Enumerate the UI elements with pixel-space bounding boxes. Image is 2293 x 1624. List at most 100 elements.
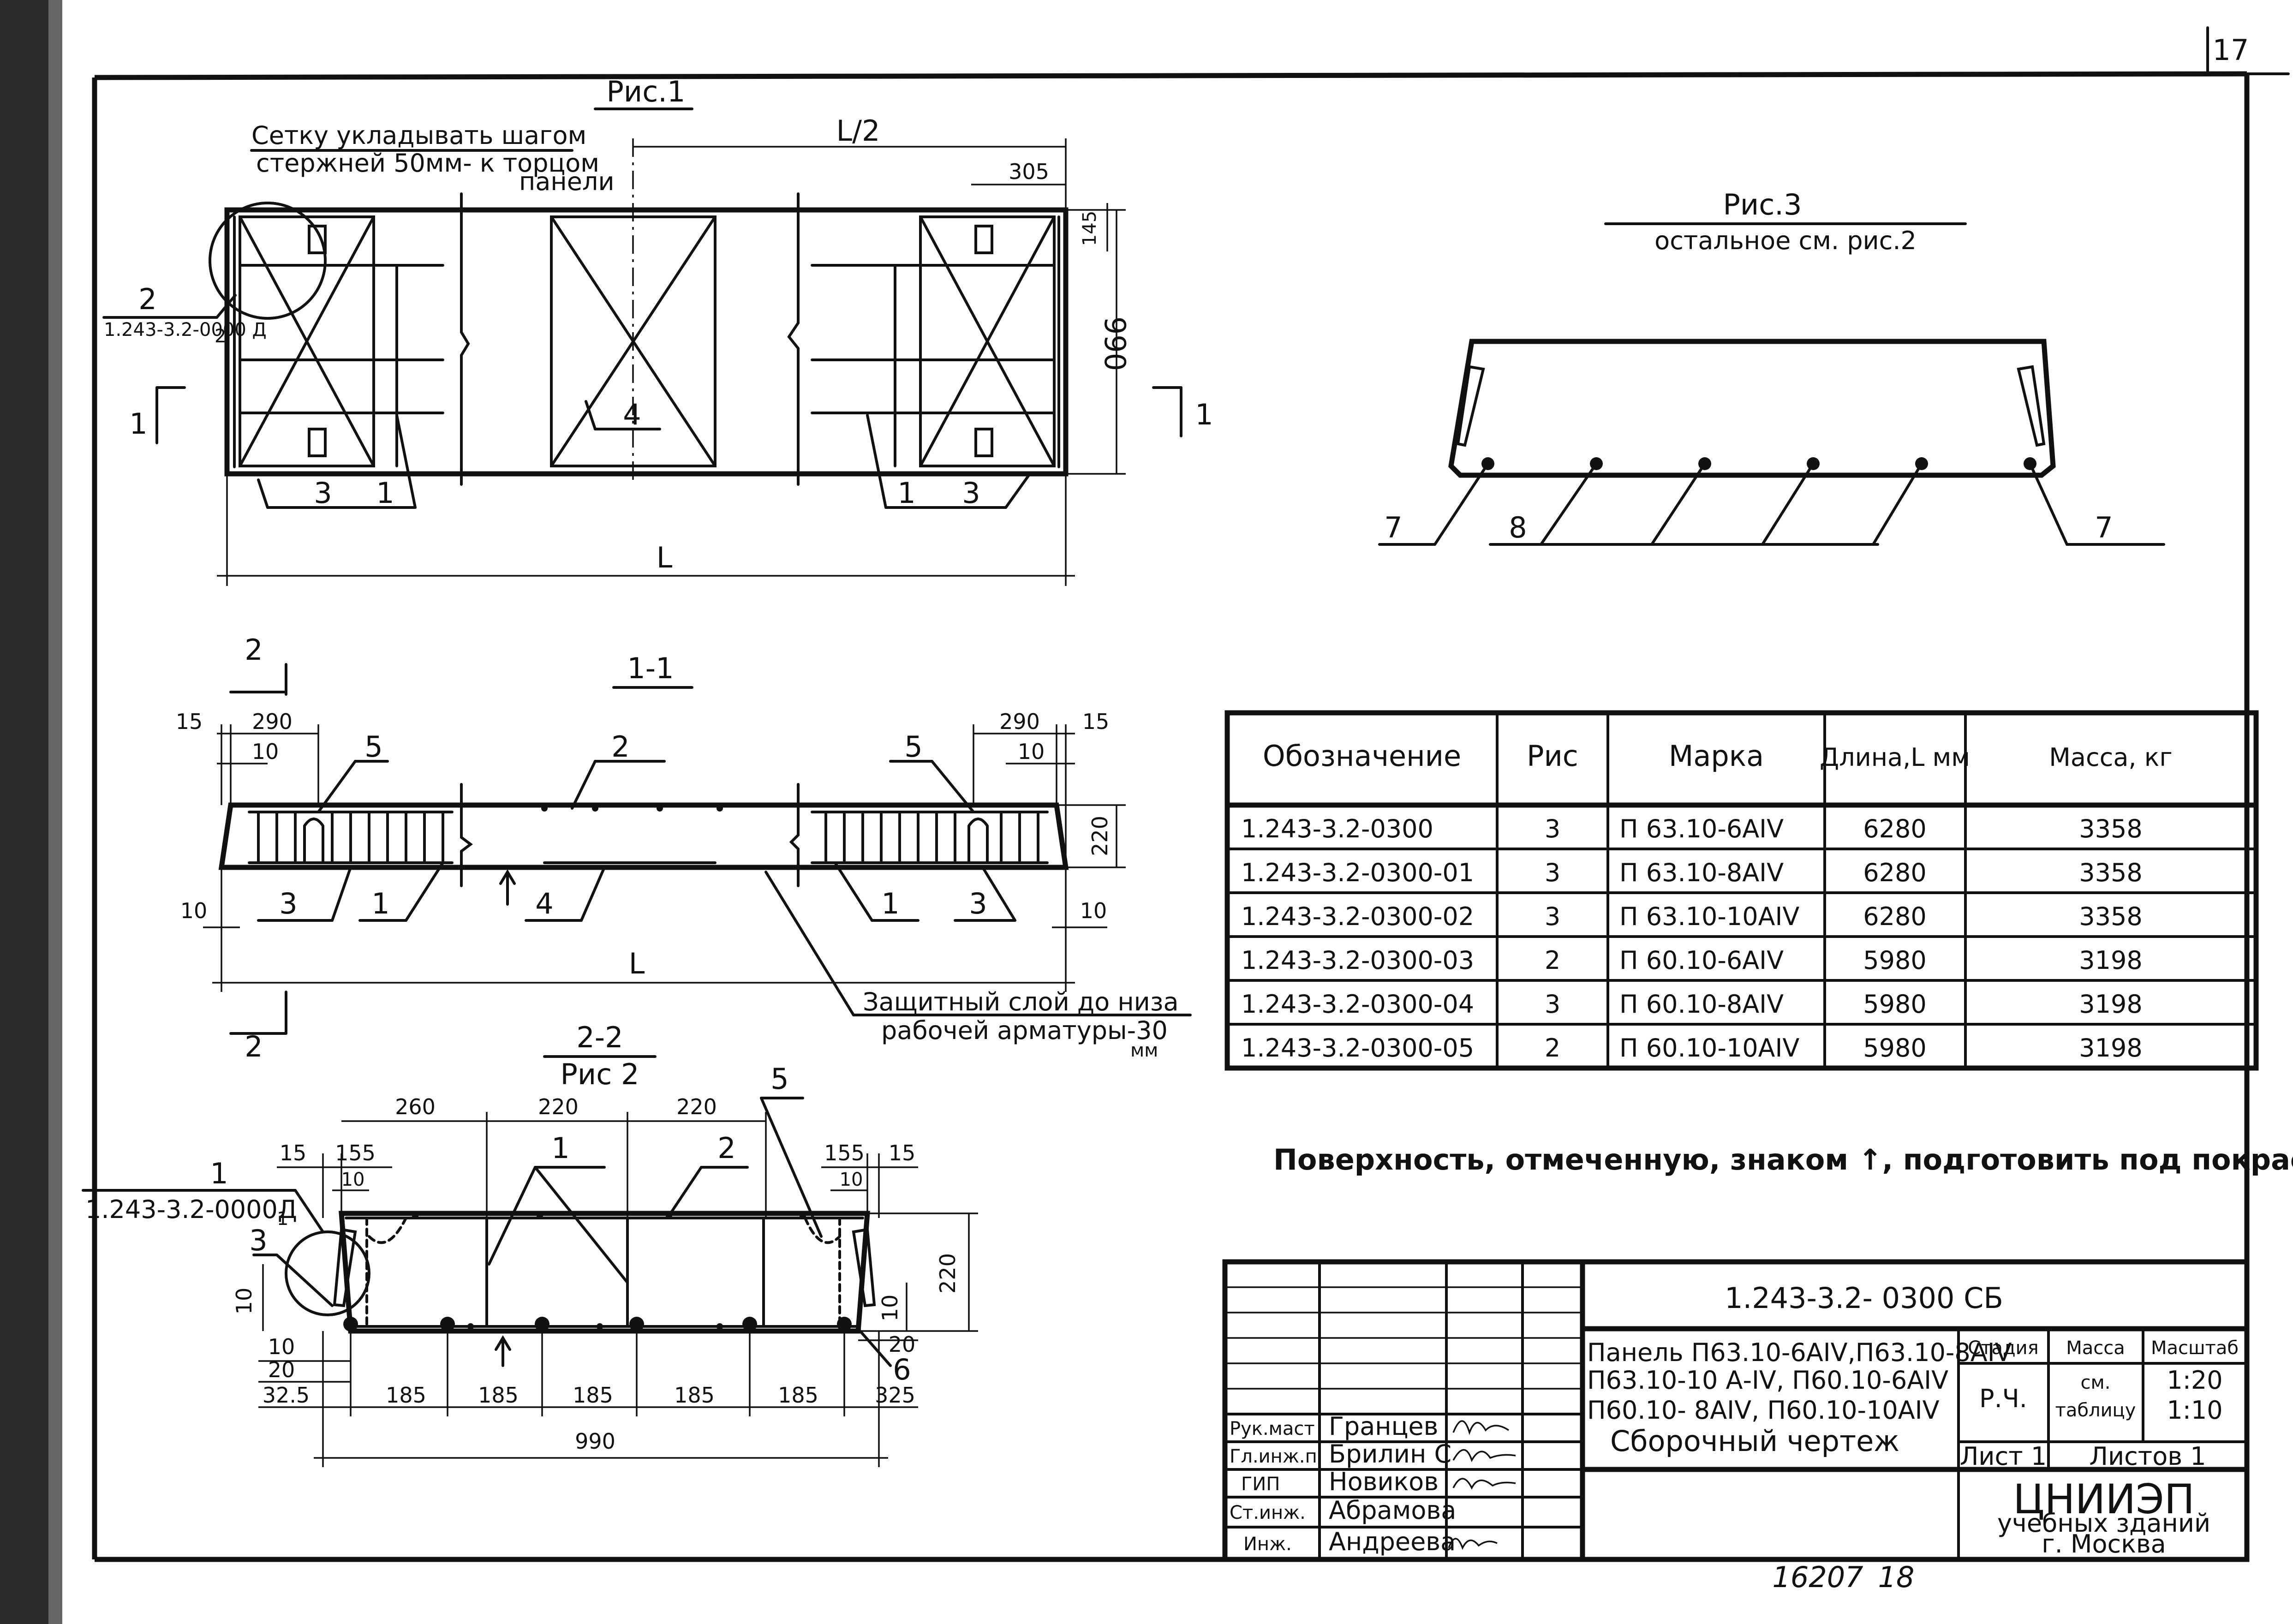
table-row: 1.243-3.2-0300-01 3 П 63.10-8АIV 6280 33… [1241, 858, 2143, 887]
mass-line1: см. [2081, 1372, 2111, 1393]
archive-page: 18 [1878, 1560, 1915, 1594]
spec-cell: 5980 [1863, 1033, 1926, 1063]
scale-line1: 1:20 [2167, 1366, 2222, 1395]
sec22-d220-side: 220 [935, 1253, 960, 1294]
sig-role: Ст.инж. [1230, 1502, 1306, 1523]
fig1-sect-left: 1 [129, 407, 147, 441]
sec11-d15-r: 15 [1082, 709, 1110, 734]
sec22-d220a: 220 [538, 1094, 579, 1119]
signature-scribble [1452, 1449, 1516, 1463]
fig1-note-line2: стержней 50мм- к торцом [256, 149, 599, 178]
sec22-pos6: 6 [893, 1353, 911, 1386]
spec-header-mass: Масса, кг [2049, 743, 2172, 772]
sec11-d10-bl: 10 [180, 898, 208, 923]
section-1-1: 1-1 2 2 [176, 633, 1192, 1063]
sec22-d220b: 220 [676, 1094, 717, 1119]
sec11-note-line1: Защитный слой до низа [863, 987, 1179, 1016]
archive-number: 16207 [1772, 1560, 1863, 1594]
binding-strip-edge [48, 0, 62, 1624]
table-row: 1.243-3.2-0300-04 3 П 60.10-8АIV 5980 31… [1241, 990, 2143, 1019]
sec22-callout1-ref: 1.243-3.2-0000Д [85, 1195, 297, 1224]
sec11-pos1-l: 1 [371, 887, 389, 920]
sec11-dim-L: L [629, 947, 645, 980]
signature-row: Гл.инж.п Брилин С [1230, 1439, 1516, 1469]
sec11-d10-r: 10 [1018, 739, 1045, 764]
mass-line2: таблицу [2055, 1400, 2136, 1421]
fig1-pos1-right: 1 [897, 476, 915, 510]
signature-row: Инж. Андреева [1243, 1527, 1498, 1556]
desc-line2: П63.10-10 А-IV, П60.10-6АIV [1587, 1366, 1948, 1395]
spec-cell: 6280 [1863, 814, 1926, 843]
spec-cell: 3358 [2079, 814, 2142, 843]
fig3-title: Рис.3 [1723, 188, 1802, 221]
spec-cell: 2 [1545, 946, 1560, 975]
fig1-dim-305: 305 [1009, 159, 1049, 184]
h-stage: Стадия [1968, 1337, 2038, 1359]
spec-cell: 3 [1545, 814, 1560, 843]
scale-line2: 1:10 [2167, 1396, 2222, 1425]
spec-cell: 5980 [1863, 990, 1926, 1019]
sec11-d220: 220 [1087, 816, 1112, 856]
fig3: Рис.3 остальное см. рис.2 7 8 7 [1378, 188, 2165, 546]
desc-line3: П60.10- 8АIV, П60.10-10АIV [1587, 1396, 1940, 1425]
sec22-d990: 990 [575, 1429, 615, 1454]
fig3-pos8: 8 [1509, 511, 1527, 544]
h-mass: Масса [2066, 1337, 2125, 1359]
sec22-d10-right: 10 [878, 1295, 902, 1322]
sec22-d260: 260 [395, 1094, 436, 1119]
fig1-pos4: 4 [623, 398, 641, 431]
sec22-pos2: 2 [717, 1131, 735, 1165]
fig1-title: Рис.1 [607, 75, 686, 108]
sec11-left-cage [248, 811, 454, 864]
spec-cell: 3 [1545, 990, 1560, 1019]
sec11-pos5-r: 5 [904, 730, 922, 764]
sec22-d10-r: 10 [840, 1169, 863, 1190]
org-line1: ЦНИИЭП [2013, 1475, 2195, 1523]
sec22-d185-4: 185 [674, 1383, 715, 1408]
stage-value: Р.Ч. [1979, 1384, 2027, 1413]
fig3-pos7-right: 7 [2095, 511, 2113, 544]
fig1-dim-145: 145 [1079, 211, 1100, 246]
spec-cell: П 63.10-6АIV [1619, 814, 1784, 843]
surface-note: Поверхность, отмеченную, знаком ↑, подго… [1273, 1143, 2293, 1176]
doc-code: 1.243-3.2- 0300 СБ [1725, 1281, 2003, 1315]
fig1-dim-990: 990 [1098, 316, 1132, 371]
fig3-subtitle: остальное см. рис.2 [1654, 226, 1917, 255]
sec22-d155-r: 155 [824, 1140, 865, 1165]
org-line3: г. Москва [2042, 1529, 2166, 1558]
spec-cell: 1.243-3.2-0300-02 [1241, 902, 1474, 931]
sec11-pos3-r: 3 [969, 887, 987, 920]
fig1-callout2: 2 [138, 282, 156, 316]
desc-line4: Сборочный чертеж [1610, 1424, 1899, 1458]
spec-cell: 3198 [2079, 1033, 2142, 1063]
sec11-note-line2: рабочей арматуры-30 [881, 1016, 1168, 1045]
sheet-no: Лист 1 [1960, 1442, 2047, 1471]
binding-strip [0, 0, 48, 1624]
signature-scribble [1452, 1420, 1509, 1435]
fig1-pos3-right: 3 [962, 476, 980, 510]
sec22-d185-1: 185 [386, 1383, 426, 1408]
sig-role: Рук.маст [1230, 1418, 1315, 1439]
sec22-d325-l: 32.5 [263, 1383, 310, 1408]
sec11-sect2-bottom: 2 [245, 1030, 263, 1063]
spec-cell: 5980 [1863, 946, 1926, 975]
sec22-d20-b: 20 [268, 1357, 295, 1382]
sec22-d10-left: 10 [232, 1288, 257, 1315]
fig1-dim-L: L [657, 541, 673, 574]
sec22-pos3: 3 [249, 1224, 267, 1257]
spec-cell: 6280 [1863, 902, 1926, 931]
spec-header-length: Длина,L мм [1820, 743, 1970, 772]
sec22-d185-3: 185 [573, 1383, 613, 1408]
spec-cell: 1.243-3.2-0300 [1241, 814, 1433, 843]
spec-cell: 2 [1545, 1033, 1560, 1063]
fig1-dim-half: L/2 [836, 114, 880, 148]
sec11-d15-l: 15 [176, 709, 203, 734]
sec22-d185-5: 185 [778, 1383, 818, 1408]
table-row: 1.243-3.2-0300-05 2 П 60.10-10АIV 5980 3… [1241, 1033, 2143, 1063]
desc-line1: Панель П63.10-6АIV,П63.10-8АIV [1587, 1338, 2012, 1367]
sec22-pos1: 1 [551, 1131, 569, 1165]
spec-cell: 3198 [2079, 946, 2142, 975]
spec-cell: П 60.10-8АIV [1619, 990, 1784, 1019]
sig-role: Инж. [1243, 1534, 1292, 1555]
